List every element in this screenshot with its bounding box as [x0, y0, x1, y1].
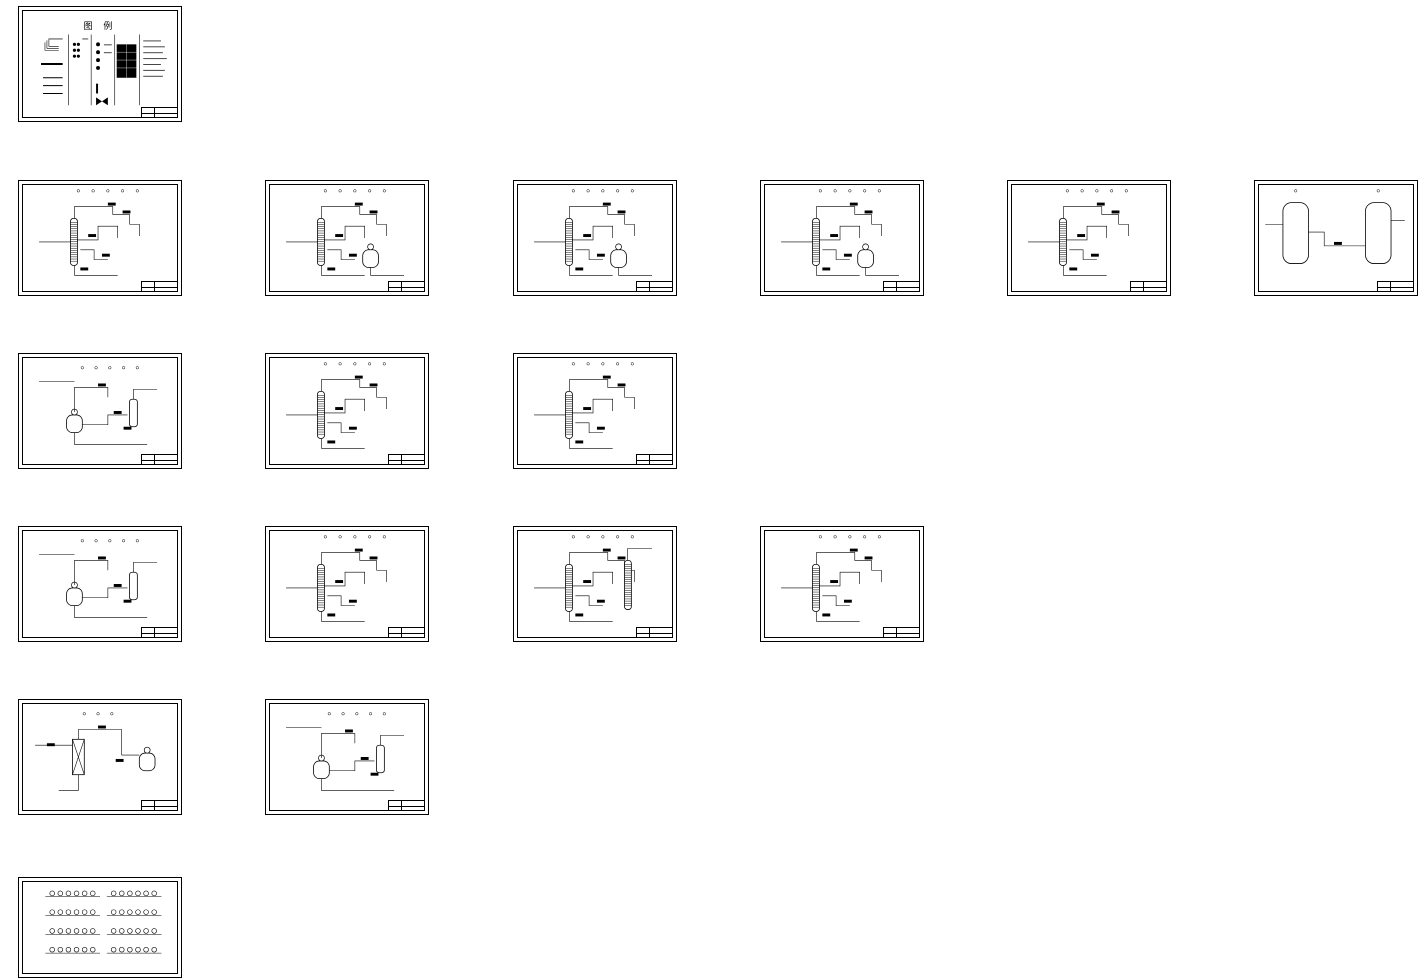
drawing-sheet-r5c1[interactable]	[18, 877, 182, 978]
sheet-border	[1258, 184, 1414, 292]
process-diagram	[534, 189, 652, 276]
title-block	[141, 800, 178, 811]
drawing-sheet-r2c2[interactable]	[265, 353, 429, 469]
title-block	[1130, 281, 1167, 292]
title-block	[1377, 281, 1414, 292]
drawing-sheet-legend[interactable]: 图 例	[18, 6, 182, 122]
drawing-sheet-r4c2[interactable]	[265, 699, 429, 815]
drawing-sheet-r3c1[interactable]	[18, 526, 182, 642]
sheet-border	[269, 184, 425, 292]
process-diagram	[1265, 189, 1405, 264]
drawing-sheet-r1c1[interactable]	[18, 180, 182, 296]
process-diagram	[45, 890, 162, 954]
sheet-border	[764, 530, 920, 638]
title-block	[141, 627, 178, 638]
sheet-border	[22, 357, 178, 465]
title-block	[388, 281, 425, 292]
process-diagram	[286, 362, 387, 449]
process-diagram	[286, 712, 404, 791]
legend-symbols	[41, 34, 167, 106]
legend-title: 图 例	[83, 22, 117, 32]
sheet-border	[269, 530, 425, 638]
drawing-sheet-r2c1[interactable]	[18, 353, 182, 469]
drawing-sheet-r1c3[interactable]	[513, 180, 677, 296]
process-diagram	[1028, 189, 1129, 276]
process-diagram	[39, 366, 157, 445]
title-block	[636, 454, 673, 465]
title-block	[388, 454, 425, 465]
drawing-sheet-r2c3[interactable]	[513, 353, 677, 469]
title-block	[636, 281, 673, 292]
title-block	[141, 281, 178, 292]
title-block	[883, 281, 920, 292]
sheet-border	[22, 530, 178, 638]
sheet-border	[517, 184, 673, 292]
sheet-border	[269, 357, 425, 465]
process-diagram	[35, 712, 156, 791]
sheet-border	[517, 530, 673, 638]
process-diagram	[534, 535, 652, 622]
sheet-border	[517, 357, 673, 465]
title-block	[141, 107, 178, 118]
sheet-border	[22, 10, 178, 118]
title-block	[388, 800, 425, 811]
process-diagram	[781, 535, 882, 622]
process-diagram	[286, 189, 404, 276]
title-block	[636, 627, 673, 638]
drawing-sheet-r1c6[interactable]	[1254, 180, 1418, 296]
sheet-border	[1011, 184, 1167, 292]
sheet-border	[22, 184, 178, 292]
drawing-sheet-r3c2[interactable]	[265, 526, 429, 642]
drawing-sheet-r3c3[interactable]	[513, 526, 677, 642]
sheet-border	[22, 881, 178, 974]
drawing-sheet-r1c4[interactable]	[760, 180, 924, 296]
drawing-sheet-r3c4[interactable]	[760, 526, 924, 642]
process-diagram	[286, 535, 387, 622]
process-diagram	[781, 189, 899, 276]
sheet-border	[764, 184, 920, 292]
process-diagram	[534, 362, 635, 449]
process-diagram	[39, 539, 157, 618]
drawing-sheet-r1c2[interactable]	[265, 180, 429, 296]
drawing-sheet-r1c5[interactable]	[1007, 180, 1171, 296]
sheet-border	[22, 703, 178, 811]
process-diagram	[39, 189, 140, 276]
title-block	[388, 627, 425, 638]
title-block	[883, 627, 920, 638]
title-block	[141, 454, 178, 465]
drawing-sheet-r4c1[interactable]	[18, 699, 182, 815]
sheet-border	[269, 703, 425, 811]
